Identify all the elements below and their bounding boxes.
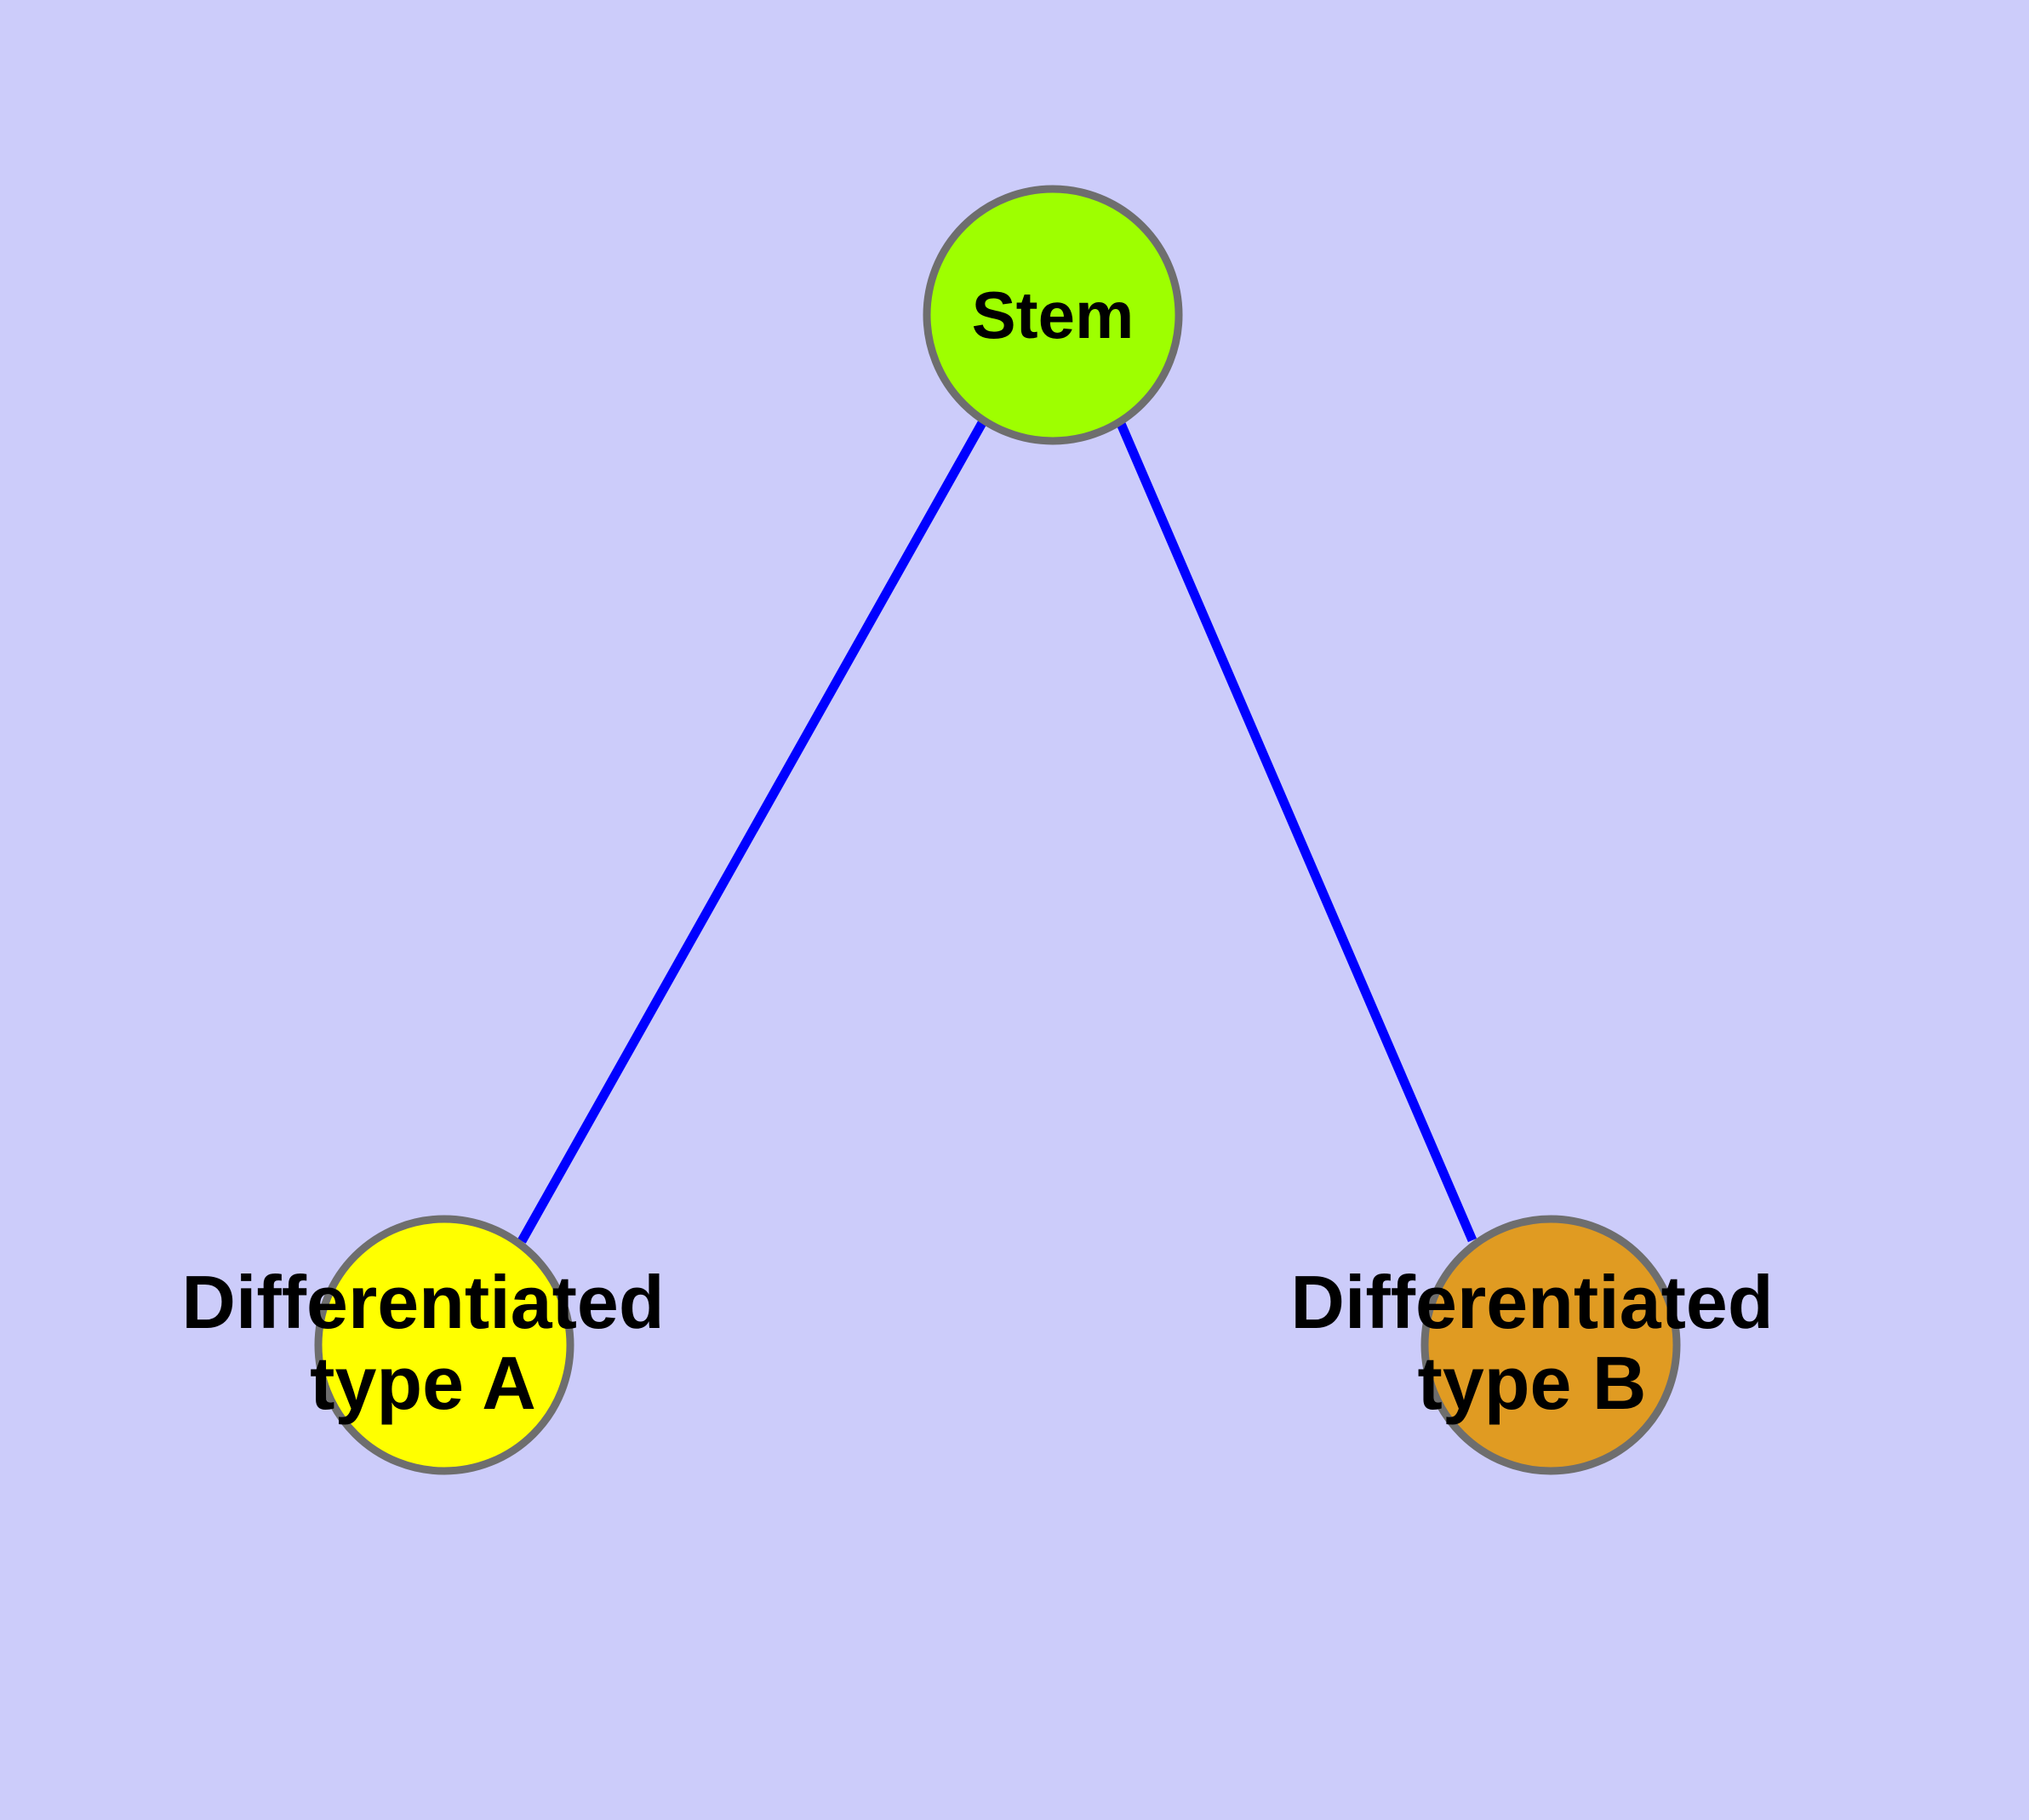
node-circle-diff-b[interactable] — [1420, 1215, 1681, 1475]
node-circle-diff-a[interactable] — [314, 1215, 574, 1475]
node-circle-stem[interactable] — [923, 185, 1183, 445]
edge-stem-to-diff-b — [1114, 417, 1477, 1243]
edge-stem-to-diff-a — [517, 419, 987, 1244]
